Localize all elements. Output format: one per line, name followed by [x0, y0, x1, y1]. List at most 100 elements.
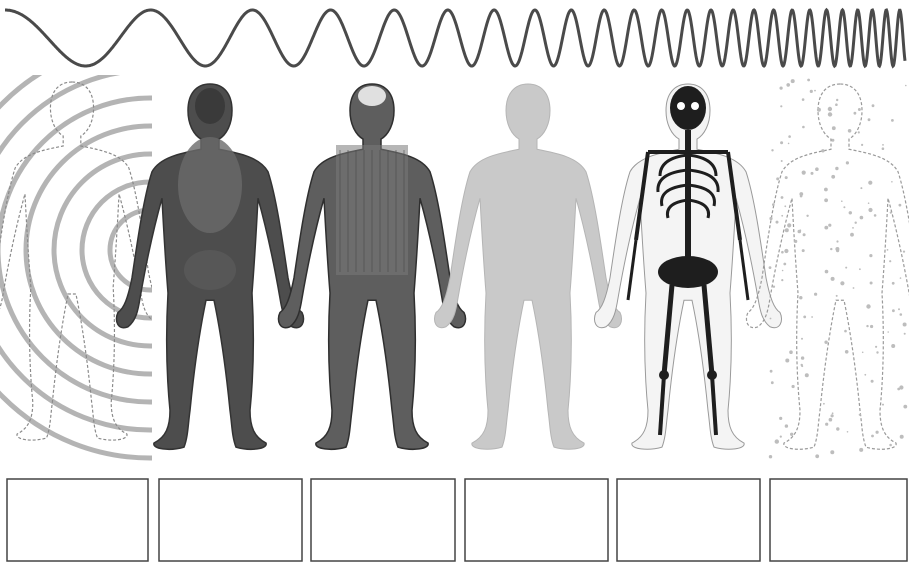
gamma-speckle	[860, 187, 862, 189]
gamma-speckle	[831, 175, 835, 179]
gamma-speckle	[811, 172, 814, 175]
gamma-speckle	[792, 385, 795, 388]
gamma-speckle	[794, 240, 797, 243]
microwave-panel-figure	[116, 84, 303, 449]
gamma-speckle	[900, 277, 902, 279]
gamma-speckle	[802, 98, 805, 101]
gamma-speckle	[849, 211, 852, 214]
gamma-speckle	[780, 87, 783, 90]
gamma-speckle	[892, 282, 895, 285]
gamma-speckle	[892, 309, 895, 312]
gamma-speckle	[814, 293, 817, 296]
gamma-speckle	[830, 450, 834, 454]
gamma-speckle	[841, 200, 843, 202]
gamma-speckle	[825, 423, 828, 426]
gamma-speckle	[776, 221, 779, 224]
label-box-2[interactable]	[159, 479, 302, 561]
gamma-speckle	[815, 454, 819, 458]
gamma-speckle	[788, 143, 790, 145]
gamma-speckle	[817, 108, 821, 112]
gamma-speckle	[868, 181, 872, 185]
gamma-speckle	[831, 139, 834, 142]
gamma-speckle	[875, 346, 877, 348]
gamma-speckle	[859, 268, 861, 270]
gamma-speckle	[845, 267, 847, 269]
gamma-speckle	[866, 304, 870, 308]
gamma-speckle	[799, 296, 802, 299]
gamma-speckle	[785, 359, 789, 363]
gamma-speckle	[789, 350, 793, 354]
gamma-speckle	[870, 325, 873, 328]
gamma-speckle	[876, 351, 878, 353]
gamma-speckle	[771, 381, 774, 384]
gamma-speckle	[836, 427, 839, 430]
gamma-speckle	[831, 277, 835, 281]
gamma-speckle	[845, 350, 849, 354]
gamma-speckle	[843, 206, 845, 208]
gamma-speckle	[872, 104, 875, 107]
gamma-speckle	[785, 176, 788, 179]
gamma-speckle	[898, 308, 900, 310]
gamma-speckle	[858, 108, 861, 111]
gamma-speckle	[782, 270, 784, 272]
gamma-speckle	[864, 374, 866, 376]
gamma-speckle	[785, 424, 788, 427]
gamma-speckle	[836, 249, 839, 252]
gamma-speckle	[903, 251, 905, 253]
gamma-speckle	[780, 436, 782, 438]
gamma-speckle	[847, 431, 849, 433]
gamma-speckle	[899, 385, 903, 389]
infrared-panel-figure	[278, 84, 465, 449]
label-box-3[interactable]	[311, 479, 455, 561]
gamma-speckle	[836, 295, 838, 297]
xray-panel-figure	[594, 84, 781, 449]
gamma-speckle	[800, 229, 802, 231]
gamma-speckle	[788, 135, 791, 138]
gamma-speckle	[831, 414, 834, 417]
gamma-speckle	[781, 251, 784, 254]
gamma-speckle	[824, 341, 827, 344]
visible-light-panel-figure	[434, 84, 621, 449]
gamma-speckle	[868, 202, 870, 204]
gamma-speckle	[803, 233, 806, 236]
gamma-speckle	[844, 330, 847, 333]
gamma-speckle	[775, 439, 779, 443]
gamma-speckle	[862, 352, 864, 354]
gamma-speckle	[801, 364, 803, 366]
gamma-speckle	[801, 356, 804, 359]
label-box-5[interactable]	[617, 479, 760, 561]
gamma-speckle	[899, 204, 902, 207]
gamma-speckle	[781, 196, 784, 199]
gamma-speckle	[850, 233, 854, 237]
gamma-speckle	[832, 412, 834, 414]
gamma-speckle	[868, 208, 872, 212]
gamma-speckle	[903, 323, 907, 327]
gamma-speckle	[905, 85, 907, 87]
gamma-speckle	[889, 260, 891, 262]
gamma-speckle	[891, 119, 894, 122]
gamma-speckle	[900, 435, 904, 439]
gamma-speckle	[815, 167, 819, 171]
label-box-6[interactable]	[770, 479, 907, 561]
gamma-speckle	[868, 118, 871, 121]
gamma-speckle	[802, 249, 805, 252]
gamma-speckle	[882, 404, 884, 406]
gamma-speckle	[806, 215, 808, 217]
gamma-speckle	[773, 286, 775, 288]
gamma-speckle	[769, 217, 772, 220]
gamma-speckle	[781, 215, 783, 217]
gamma-speckle	[781, 279, 783, 281]
gamma-speckle	[852, 227, 854, 229]
gamma-speckle	[887, 331, 889, 333]
gamma-speckle	[871, 380, 874, 383]
gamma-speckle	[781, 160, 783, 162]
gamma-speckle	[780, 105, 782, 107]
gamma-speckle	[854, 112, 857, 115]
gamma-speckle	[836, 240, 838, 242]
label-box-1[interactable]	[7, 479, 148, 561]
gamma-speckle	[821, 149, 824, 152]
gamma-speckle	[871, 435, 874, 438]
gamma-speckle	[859, 414, 861, 416]
label-box-4[interactable]	[465, 479, 608, 561]
